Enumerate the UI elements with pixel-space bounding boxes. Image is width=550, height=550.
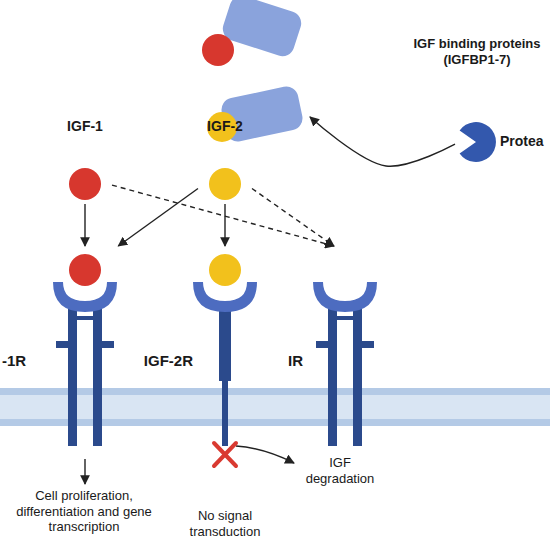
receptor-leg xyxy=(68,306,77,446)
receptor-cup xyxy=(53,282,117,312)
membrane-outer-leaflet xyxy=(0,388,550,395)
receptor-label: IR xyxy=(288,352,308,370)
receptor-cup xyxy=(313,282,377,312)
signal-arrow xyxy=(84,459,85,484)
node-shape xyxy=(48,246,122,456)
ligand-molecule xyxy=(209,168,241,200)
receptor-dimer: IR xyxy=(308,246,382,456)
receptor-leg xyxy=(353,306,362,446)
weak-binding-arrow xyxy=(252,189,334,246)
weak-binding-arrow xyxy=(112,185,334,246)
degradation-arrow xyxy=(236,446,294,463)
ligand-igf1: IGF-1 xyxy=(58,118,112,204)
binding-arrow xyxy=(118,189,198,246)
receptor-domain xyxy=(353,341,374,348)
igf1-molecule xyxy=(202,34,234,66)
node-shape xyxy=(195,246,255,456)
outcome-note: Cell proliferation, differentiation and … xyxy=(16,488,152,535)
ligand-label: IGF-2 xyxy=(190,118,260,135)
receptor-domain xyxy=(316,341,337,348)
cleavage-arrow xyxy=(310,117,455,166)
receptor-label: -1R xyxy=(2,352,42,370)
binding-arrow xyxy=(84,204,85,246)
receptor-domain xyxy=(56,341,77,348)
receptor-leg xyxy=(328,306,337,446)
receptor-leg xyxy=(93,306,102,446)
group-label: IGF binding proteins (IGFBP1-7) xyxy=(406,36,548,67)
receptor-dimer: -1R xyxy=(48,246,122,456)
outcome-note: No signal transduction xyxy=(180,508,270,539)
outcome-note: IGF degradation xyxy=(300,455,380,486)
block-cross-stroke xyxy=(214,443,236,466)
receptor-bridge xyxy=(328,316,362,320)
node-shape xyxy=(308,246,382,456)
binding-arrow xyxy=(224,204,225,246)
membrane-inner-leaflet xyxy=(0,419,550,426)
receptor-bridge xyxy=(68,316,102,320)
enzyme-label: Protea xyxy=(500,133,550,150)
ligand-label: IGF-1 xyxy=(50,118,120,135)
receptor-label: IGF-2R xyxy=(137,352,193,370)
block-cross xyxy=(214,443,236,466)
receptor-stem xyxy=(219,306,231,381)
protease-symbol xyxy=(460,122,496,162)
block-cross-stroke xyxy=(214,443,236,466)
receptor-cup xyxy=(193,282,257,312)
bound-ligand xyxy=(209,254,241,286)
protease-enzyme: Protea xyxy=(455,120,550,164)
receptor-single: IGF-2R xyxy=(195,246,255,456)
cell-membrane xyxy=(0,388,550,426)
ligand-igf2: IGF-2 xyxy=(198,118,252,204)
ligand-molecule xyxy=(69,168,101,200)
receptor-domain xyxy=(93,341,114,348)
bound-ligand xyxy=(69,254,101,286)
